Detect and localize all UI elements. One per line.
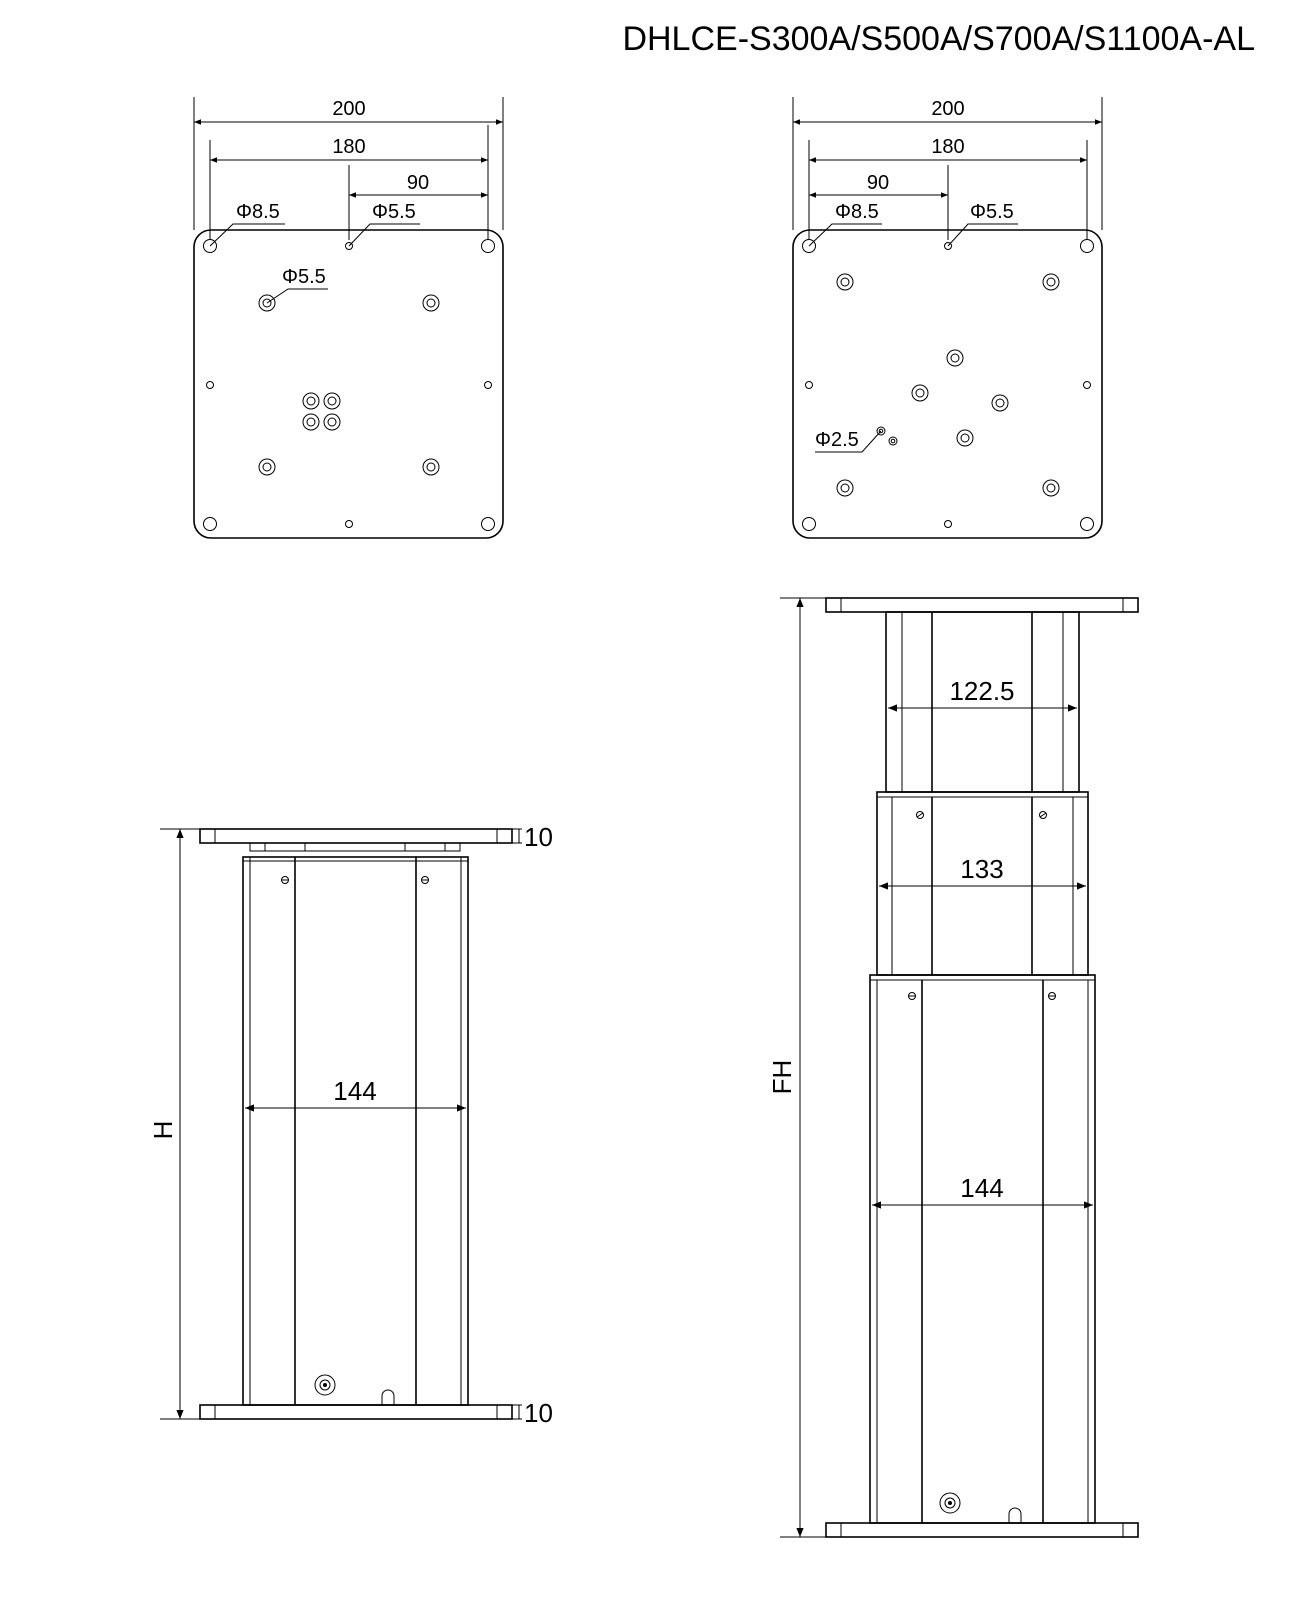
edge-hole — [484, 381, 492, 389]
height-label-h: H — [148, 1121, 178, 1140]
corner-hole — [481, 517, 495, 531]
width-122-5-label: 122.5 — [949, 676, 1014, 706]
edge-hole — [345, 520, 353, 528]
corner-hole — [481, 239, 495, 253]
corner-hole — [203, 239, 217, 253]
plate-thickness-bottom: 10 — [524, 1398, 553, 1428]
cable-port — [939, 1492, 961, 1514]
edge-hole — [944, 520, 952, 528]
top-plate — [199, 828, 513, 844]
edge-hole — [345, 242, 353, 250]
callout-hole-top: Φ5.5 — [970, 201, 1014, 223]
callout-hole-inner: Φ5.5 — [282, 266, 326, 288]
width-144-label: 144 — [333, 1076, 376, 1106]
column-body — [242, 856, 469, 1406]
drawing-title: DHLCE-S300A/S500A/S700A/S1100A-AL — [622, 20, 1255, 58]
top-right-plate-view: 200 180 90 Φ8.5 Φ5.5 Φ2.5 — [792, 97, 1103, 539]
corner-hole — [1080, 239, 1094, 253]
corner-hole — [203, 517, 217, 531]
width-144-label: 144 — [960, 1173, 1003, 1203]
callout-hole-top: Φ5.5 — [372, 201, 416, 223]
edge-hole — [1083, 381, 1091, 389]
front-right-view: 122.5 133 144 FH — [767, 597, 1139, 1538]
dim-180-label: 180 — [332, 136, 365, 158]
top-plate — [825, 597, 1139, 613]
dim-180-label: 180 — [931, 136, 964, 158]
corner-hole — [802, 239, 816, 253]
counterbore-holes — [258, 294, 440, 476]
plate-outline — [193, 229, 504, 539]
vent-slot — [1008, 1507, 1022, 1523]
bottom-plate — [199, 1404, 513, 1420]
edge-hole — [805, 381, 813, 389]
corner-hole — [1080, 517, 1094, 531]
width-133-label: 133 — [960, 854, 1003, 884]
corner-hole — [802, 517, 816, 531]
cable-port — [314, 1374, 336, 1396]
vent-slot — [381, 1389, 395, 1405]
callout-hole-corner: Φ8.5 — [236, 201, 280, 223]
callout-hole-corner: Φ8.5 — [835, 201, 879, 223]
counterbore-holes — [836, 273, 1060, 497]
callout-hole-small: Φ2.5 — [815, 429, 859, 451]
dim-90-label: 90 — [407, 172, 429, 194]
dim-90-label: 90 — [867, 172, 889, 194]
plate-outline — [792, 229, 1103, 539]
dim-200-label: 200 — [931, 98, 964, 120]
height-label-fh: FH — [767, 1060, 797, 1095]
edge-hole — [944, 242, 952, 250]
top-left-plate-view: 200 180 90 Φ8.5 Φ5.5 Φ5.5 — [193, 97, 504, 539]
front-left-view: 144 H 10 10 — [148, 822, 553, 1428]
plate-thickness-top: 10 — [524, 822, 553, 852]
bottom-plate — [825, 1522, 1139, 1538]
dim-200-label: 200 — [332, 98, 365, 120]
edge-hole — [206, 381, 214, 389]
stage-bottom — [869, 974, 1096, 1524]
